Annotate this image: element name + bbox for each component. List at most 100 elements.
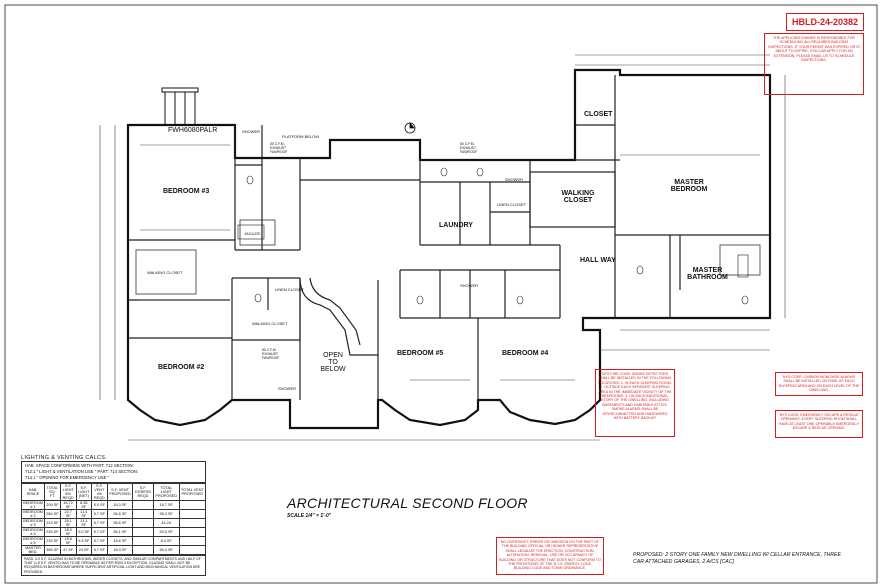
calcs-table-cell: 284 SF (44, 509, 61, 519)
emergency-opening-note: NYS CODE: EMERGENCY ESCAPE & RESCUE OPEN… (775, 410, 863, 438)
calcs-table-cell: 18.3 SF (106, 545, 134, 555)
calcs-table-cell: 16.72 SF (59, 500, 77, 510)
calcs-table-cell: 209 SF (44, 500, 61, 510)
room-label-bedroom5: BEDROOM #5 (397, 350, 444, 357)
calcs-table-cell: 18.6 SF (106, 536, 134, 546)
calcs-table-cell: 5.7 SF (90, 518, 108, 528)
calcs-table-cell (132, 509, 154, 519)
room-label-bedroom2: BEDROOM #2 (158, 364, 205, 371)
calcs-header-cell: TOTAL LIGHT PROPOSED (152, 483, 180, 501)
calcs-table-cell: 5.7 SF (90, 527, 108, 537)
calcs-table-cell: 36.1 SF (106, 527, 134, 537)
calcs-table-cell: 18.6 SF (59, 536, 77, 546)
oversight-note: NO OVERSIGHT, ERROR OR OMISSION ON THE P… (496, 537, 604, 575)
shower-label: SHOWER (242, 129, 260, 134)
shower-label-4: SHOWER (278, 386, 296, 391)
shower-label-2: SHOWER (505, 177, 523, 182)
calcs-table-cell: 5.7 SF (90, 536, 108, 546)
calcs-table-cell: 36.3 SF (152, 509, 180, 519)
fixtures (237, 167, 749, 305)
room-label-master-bathroom: MASTER BATHROOM (687, 267, 728, 281)
calcs-table-cell: 5.7 SF (90, 509, 108, 519)
calcs-table-cell: 55.4 SF (152, 545, 180, 555)
calcs-table-cell: 365 SF (44, 545, 61, 555)
lighting-venting-calcs: LIGHTING & VENTING CALCS. HAB. SPACE CON… (20, 455, 207, 576)
exhaust-fan-label-3: 50 C.F.M. EXHAUST FAN/ROOF (262, 348, 280, 360)
room-label-laundry: LAUNDRY (439, 222, 473, 229)
exhaust-fan-label-2: 50 C.F.M. EXHAUST FAN/ROOF (460, 142, 478, 154)
calcs-header-cell: S.F. LIGHT 8% REQD (59, 483, 77, 501)
exhaust-fan-label: 50 C.F.M. EXHAUST FAN/ROOF (270, 142, 288, 154)
jacuzzi-label: JACUZZI (244, 231, 261, 236)
calcs-table-cell (132, 518, 154, 528)
calcs-table-cell: 18.0 SF (59, 527, 77, 537)
calcs-table-cell (178, 509, 207, 519)
interior-walls (128, 75, 770, 400)
room-label-closet: CLOSET (584, 111, 613, 118)
calcs-table-cell: 44.24 (152, 518, 180, 528)
drawing-title: ARCHITECTURAL SECOND FLOOR (287, 495, 528, 511)
shower-label-3: SHOWER (460, 283, 478, 288)
linen-closet-label: LINEN CLOSET (275, 287, 304, 292)
calcs-table-cell: 13.1 SF (75, 518, 92, 528)
calcs-table-cell (132, 545, 154, 555)
calcs-line3: 714.1 " OPENING FOR EMERGENCY USE " (25, 475, 110, 480)
calcs-title: LIGHTING & VENTING CALCS. (21, 455, 108, 461)
drawing-scale: SCALE 1/4" = 1'-0" (287, 513, 332, 519)
calcs-table-cell (178, 527, 207, 537)
calcs-footnote: PASS, 3.0 S.F. GLAZING IN BATHROOMS, WAT… (21, 555, 206, 576)
calcs-table-cell: 5.7 SF (90, 545, 108, 555)
closet-boxes (135, 219, 761, 295)
calcs-table-cell: MASTER BED. (20, 545, 46, 555)
balcony-structure (161, 87, 199, 126)
calcs-table-cell: 223 SF (44, 518, 61, 528)
room-label-bedroom4: BEDROOM #4 (502, 350, 549, 357)
calcs-table-cell: BEDROOM # 2 (20, 509, 46, 519)
calcs-header-cell: S.F. EGRESS REQD (132, 483, 154, 501)
calcs-table-cell: 8.36 SF (75, 500, 92, 510)
calcs-table-cell (132, 500, 154, 510)
calcs-table-cell (178, 518, 207, 528)
calcs-table-cell (178, 545, 207, 555)
calcs-table-cell: 233 SF (44, 536, 61, 546)
calcs-code-box: HAB. SPACE CONFORMING WITH PART: 712 SEC… (21, 461, 206, 483)
calcs-table-cell: 9.0 SF (75, 527, 92, 537)
calcs-table-cell: 24 SF (75, 545, 92, 555)
co-alarm-note: NYS CODE: CARBON MONOXIDE ALARMS SHALL B… (775, 372, 863, 396)
room-label-walking-closet: WALKING CLOSET (561, 190, 595, 204)
calcs-table-cell: 8.4 SF (152, 536, 180, 546)
smoke-detector-note: NYS FIRE CODE: SMOKE DETECTORS SHALL BE … (595, 369, 675, 437)
dimension-lines (99, 54, 786, 441)
project-description: PROPOSED: 2 STORY ONE FAMILY NEW DWELLIN… (633, 552, 841, 565)
sheet-border (4, 4, 878, 584)
calcs-table-cell: 226 SF (44, 527, 61, 537)
inspection-note: THE APPLICANT/OWNER IS RESPONSIBLE FOR S… (764, 33, 864, 95)
calcs-table: HAB. SPACE TOTAL SQ. FT. S.F. LIGHT 8% R… (20, 483, 207, 555)
calcs-table-cell: 53.5 SF (152, 527, 180, 537)
calcs-header-cell: HAB. SPACE (20, 483, 46, 501)
calcs-table-cell: 11.4 SF (75, 509, 92, 519)
calcs-table-cell: 9.3 SF (75, 536, 92, 546)
permit-stamp: HBLD-24-20382 (786, 13, 864, 31)
calcs-header-cell: S.F. LIGHT (NET) (75, 483, 92, 501)
calcs-table-cell: BEDROOM # 5 (20, 536, 46, 546)
calcs-table-cell (132, 536, 154, 546)
calcs-line2: 712.1 " LIGHT & VENTILATION USE " PART: … (25, 469, 138, 474)
room-label-hall-way: HALL WAY (580, 257, 616, 264)
calcs-table-cell: 36.6 SF (106, 518, 134, 528)
calcs-table-cell (132, 527, 154, 537)
room-label-open-to-below: OPEN TO BELOW (320, 352, 346, 373)
window-label: FWH6080PALR (168, 127, 218, 134)
calcs-header-cell: TOTAL VENT PROPOSED (178, 483, 207, 501)
calcs-table-cell: 22.7 SF (59, 509, 77, 519)
calcs-table-cell: 26.1 SF (59, 518, 77, 528)
calcs-header-cell: S.F. VENT 4% REQD (90, 483, 108, 501)
calcs-table-cell: 16.7 SF (152, 500, 180, 510)
